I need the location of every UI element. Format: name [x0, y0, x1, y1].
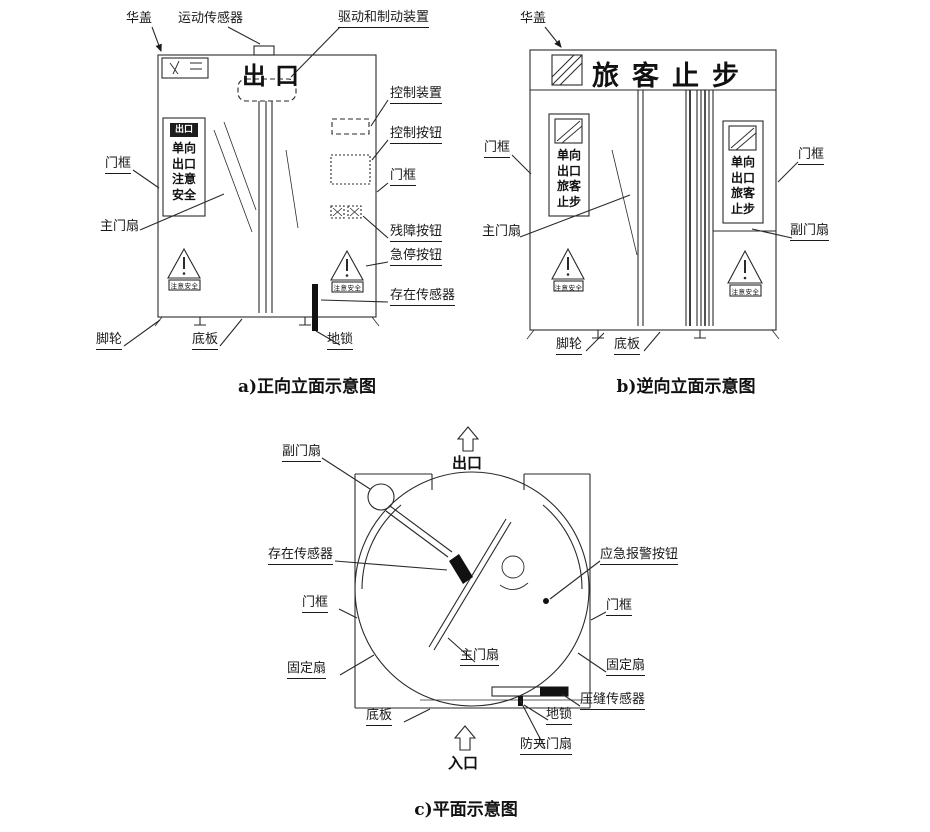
label-motion-sensor: 运动传感器: [178, 11, 244, 26]
label-ground-lock-a: 地锁: [327, 332, 354, 350]
label-main-door-leaf-b: 主门扇: [482, 224, 522, 239]
warning-text: 注意安全: [170, 282, 199, 290]
no-entry-pictogram-icon: [556, 120, 583, 144]
label-main-door-leaf-c: 主门扇: [460, 648, 500, 666]
sign-panel-b-right-body: 单向 出口 旅客 止步: [730, 155, 755, 216]
label-door-frame-right-b: 门框: [798, 147, 825, 165]
label-disabled-button: 残障按钮: [390, 224, 443, 242]
label-door-frame-left-a: 门框: [105, 156, 132, 174]
label-secondary-door-leaf-c: 副门扇: [282, 444, 322, 462]
label-presence-sensor-a: 存在传感器: [390, 288, 456, 306]
label-secondary-door-leaf-b: 副门扇: [790, 223, 830, 241]
label-door-frame-left-c: 门框: [302, 595, 329, 613]
sign-panel-a-header: 出口: [170, 123, 198, 137]
pressure-sensor-shape: [540, 687, 568, 696]
caster-shape: [194, 317, 206, 326]
label-control-buttons: 控制按钮: [390, 126, 443, 144]
drum-circle: [354, 471, 590, 707]
caption-c: c)平面示意图: [414, 800, 518, 820]
label-base-plate-c: 底板: [366, 708, 393, 726]
warning-text: 注意安全: [731, 288, 760, 296]
label-anti-pinch-leaf: 防夹门扇: [520, 737, 573, 755]
ground-lock-shape: [312, 284, 318, 331]
warning-text: 注意安全: [554, 284, 583, 292]
pivot-circle: [367, 483, 395, 511]
label-pressure-sensor: 压缝传感器: [580, 692, 646, 710]
label-drive-brake-device: 驱动和制动装置: [338, 10, 430, 28]
label-main-door-leaf-a: 主门扇: [100, 219, 140, 234]
diagram-b-linework: [511, 26, 799, 352]
label-door-frame-right-c: 门框: [606, 598, 633, 616]
label-emergency-stop-button: 急停按钮: [390, 248, 443, 266]
label-base-plate-a: 底板: [192, 332, 219, 350]
label-caster-b: 脚轮: [556, 337, 583, 355]
motion-sensor-shape: [253, 45, 275, 56]
main-leaf-shape: [428, 518, 507, 648]
caster-shape: [694, 330, 706, 339]
label-caster-a: 脚轮: [96, 332, 123, 350]
sign-panel-a: [162, 117, 206, 217]
label-fixed-leaf-right: 固定扇: [606, 658, 646, 676]
drive-brake-shape: [237, 78, 297, 102]
door-frame-outline-b: [529, 49, 777, 331]
fixed-leaf-left-shape: [361, 504, 402, 590]
exit-sign-big: 出口: [242, 61, 308, 90]
disabled-button-icon: [332, 207, 360, 217]
warning-text: 注意安全: [333, 284, 362, 292]
caption-a: a)正向立面示意图: [237, 377, 377, 397]
warning-triangle-icon: [330, 249, 364, 293]
hazard-stripe-icon: [551, 54, 583, 86]
label-fixed-leaf-left: 固定扇: [287, 661, 327, 679]
up-arrow-icon: [453, 725, 477, 751]
diagram-a-linework: [123, 26, 389, 347]
control-device-shape: [331, 118, 370, 135]
label-emergency-alarm-button: 应急报警按钮: [600, 547, 679, 565]
label-ground-lock-c: 地锁: [546, 707, 573, 725]
label-exit-c: 出口: [452, 454, 483, 472]
label-canopy-a: 华盖: [126, 11, 153, 26]
label-door-frame-left-b: 门框: [484, 140, 511, 158]
label-canopy-b: 华盖: [520, 11, 547, 26]
banner-passengers-stop: 旅客止步: [592, 61, 752, 92]
no-entry-pictogram-icon: [730, 127, 757, 151]
warning-triangle-icon: [727, 249, 763, 297]
label-presence-sensor-c: 存在传感器: [268, 547, 334, 565]
fixed-leaf-right-shape: [542, 504, 583, 590]
alarm-button-shape: [543, 598, 549, 604]
label-base-plate-b: 底板: [614, 337, 641, 355]
warning-triangle-icon: [167, 247, 201, 291]
warning-triangle-icon: [551, 247, 585, 292]
label-entrance-c: 入口: [448, 754, 479, 772]
caster-shape: [299, 317, 311, 326]
presence-sensor-shape: [449, 554, 473, 584]
sign-panel-b-right: [722, 120, 764, 224]
control-buttons-shape: [330, 154, 371, 185]
caption-b: b)逆向立面示意图: [616, 377, 756, 397]
label-control-device: 控制装置: [390, 86, 443, 104]
sign-panel-b-left: [548, 113, 590, 217]
caster-shape: [592, 330, 604, 339]
diagram-c-linework: [321, 426, 607, 751]
up-arrow-icon: [456, 426, 480, 452]
sign-panel-a-body: 单向 出口 注意 安全: [171, 141, 196, 202]
sign-panel-b-left-body: 单向 出口 旅客 止步: [556, 148, 581, 209]
label-door-frame-right-a: 门框: [390, 168, 417, 186]
